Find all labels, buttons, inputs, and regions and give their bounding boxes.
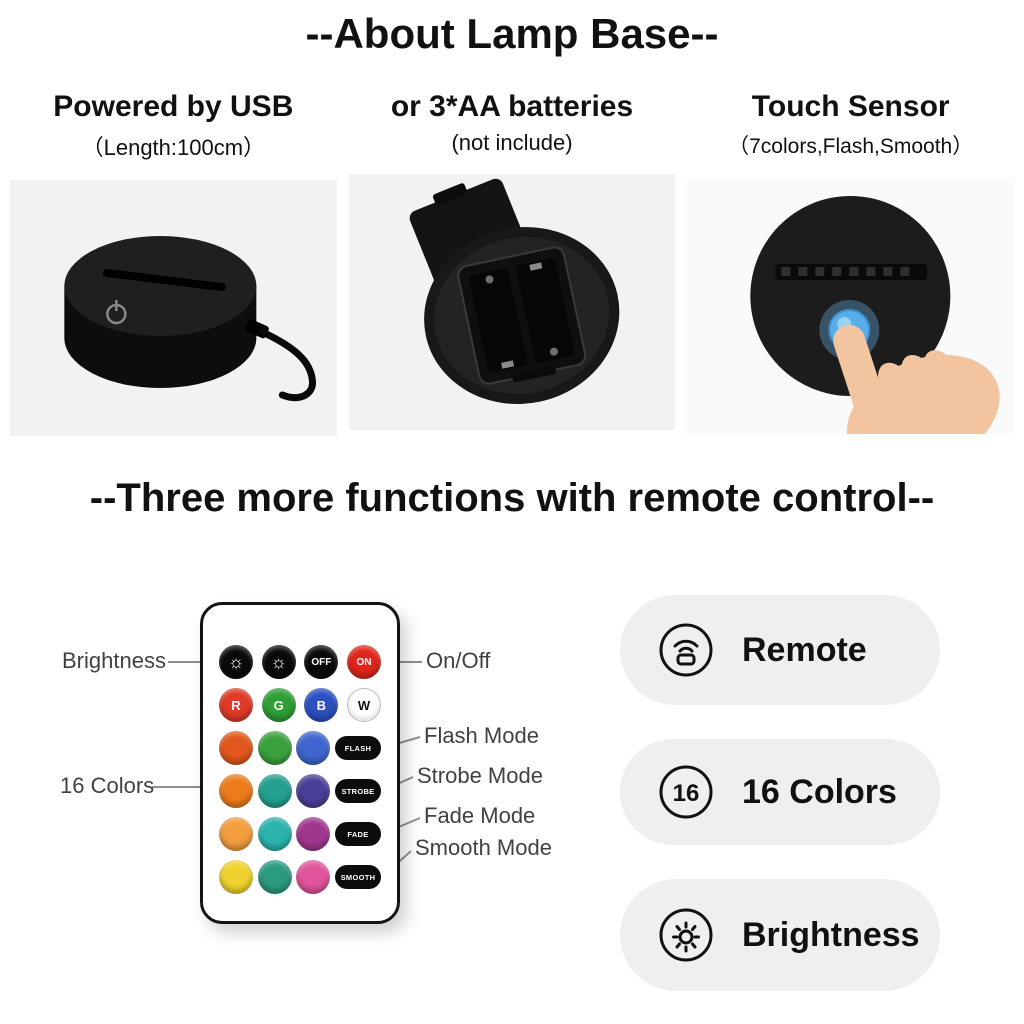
column-touch: Touch Sensor （7colors,Flash,Smooth） bbox=[687, 62, 1015, 436]
column-battery-subheading: (not include) bbox=[451, 130, 573, 155]
remote-color-row-2: STROBE bbox=[219, 774, 381, 808]
usb-lamp-base-illustration bbox=[64, 236, 316, 402]
hand bbox=[833, 324, 1000, 434]
badge-brightness-label: Brightness bbox=[742, 915, 920, 954]
usb-cable bbox=[258, 328, 316, 402]
touch-sensor-illustration bbox=[750, 196, 1000, 434]
remote-control: ☼ ☼ OFF ON R G B W FLASH STROBE FADE bbox=[200, 602, 400, 924]
strobe-mode-button[interactable]: STROBE bbox=[334, 779, 381, 803]
column-battery-heading: or 3*AA batteries bbox=[390, 90, 634, 123]
column-usb-subheading: （Length:100cm） bbox=[81, 135, 266, 160]
blue-button[interactable]: B bbox=[304, 688, 339, 722]
color-button[interactable] bbox=[296, 817, 331, 851]
callout-fade-mode: Fade Mode bbox=[424, 803, 536, 828]
remote-color-row-3: FADE bbox=[219, 817, 381, 851]
remote-color-row-1: FLASH bbox=[219, 731, 381, 765]
sixteen-icon: 16 bbox=[658, 764, 714, 820]
brightness-up-button[interactable]: ☼ bbox=[261, 645, 296, 679]
color-button[interactable] bbox=[257, 817, 292, 851]
badge-remote-label: Remote bbox=[742, 630, 867, 669]
touch-sensor-photo bbox=[687, 178, 1015, 434]
color-button[interactable] bbox=[257, 774, 292, 808]
svg-text:16: 16 bbox=[673, 780, 700, 807]
callout-flash-mode: Flash Mode bbox=[424, 723, 539, 748]
column-touch-heading: Touch Sensor bbox=[751, 90, 950, 123]
section-title: --Three more functions with remote contr… bbox=[89, 476, 935, 520]
battery-base-photo bbox=[348, 174, 676, 430]
power-touch-icon bbox=[106, 300, 127, 325]
color-button[interactable] bbox=[219, 774, 253, 808]
remote-section: ☼ ☼ OFF ON R G B W FLASH STROBE FADE bbox=[0, 577, 1024, 1017]
color-button[interactable] bbox=[219, 860, 253, 894]
badge-remote: Remote bbox=[620, 595, 940, 705]
battery-base-illustration bbox=[409, 178, 619, 404]
badge-brightness: Brightness bbox=[620, 879, 940, 991]
color-button[interactable] bbox=[296, 731, 331, 765]
remote-color-row-4: SMOOTH bbox=[219, 860, 381, 894]
callout-16-colors: 16 Colors bbox=[60, 773, 155, 798]
on-button[interactable]: ON bbox=[346, 645, 381, 679]
callout-brightness: Brightness bbox=[62, 648, 166, 673]
remote-icon bbox=[658, 622, 714, 678]
fade-mode-button[interactable]: FADE bbox=[334, 822, 381, 846]
callout-smooth-mode: Smooth Mode bbox=[415, 835, 552, 860]
color-button[interactable] bbox=[219, 731, 253, 765]
color-button[interactable] bbox=[296, 860, 331, 894]
column-battery: or 3*AA batteries (not include) bbox=[348, 62, 676, 436]
flash-mode-button[interactable]: FLASH bbox=[334, 736, 381, 760]
brightness-icon bbox=[658, 907, 714, 963]
white-button[interactable]: W bbox=[346, 688, 381, 722]
column-usb-heading: Powered by USB bbox=[53, 90, 294, 123]
page-title: --About Lamp Base-- bbox=[305, 10, 719, 57]
badge-16-colors-label: 16 Colors bbox=[742, 772, 897, 811]
badge-16-colors: 16 16 Colors bbox=[620, 739, 940, 845]
color-button[interactable] bbox=[219, 817, 253, 851]
callout-on-off: On/Off bbox=[426, 648, 491, 673]
remote-row-power: ☼ ☼ OFF ON bbox=[219, 645, 381, 679]
red-button[interactable]: R bbox=[219, 688, 253, 722]
off-button[interactable]: OFF bbox=[304, 645, 339, 679]
column-usb: Powered by USB （Length:100cm） bbox=[10, 62, 337, 436]
color-button[interactable] bbox=[296, 774, 331, 808]
column-touch-subheading: （7colors,Flash,Smooth） bbox=[728, 135, 974, 158]
smooth-mode-button[interactable]: SMOOTH bbox=[334, 865, 381, 889]
color-button[interactable] bbox=[257, 860, 292, 894]
usb-lamp-base-photo bbox=[10, 180, 337, 436]
feature-columns: Powered by USB （Length:100cm） or 3*AA ba… bbox=[0, 62, 1024, 436]
callout-strobe-mode: Strobe Mode bbox=[417, 763, 543, 788]
brightness-down-button[interactable]: ☼ bbox=[219, 645, 253, 679]
green-button[interactable]: G bbox=[261, 688, 296, 722]
color-button[interactable] bbox=[257, 731, 292, 765]
remote-row-rgbw: R G B W bbox=[219, 688, 381, 722]
